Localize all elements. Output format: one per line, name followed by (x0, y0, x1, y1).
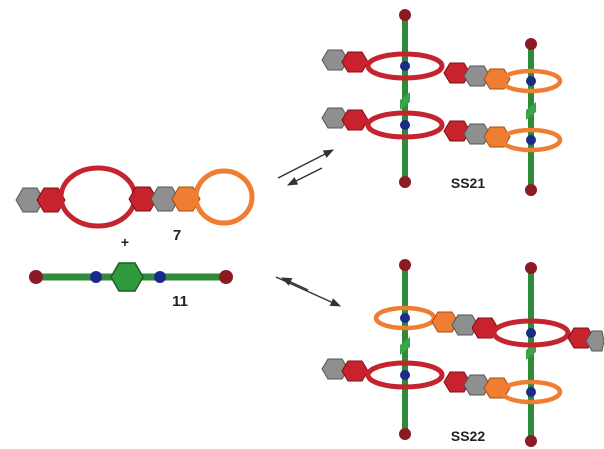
end-cap (525, 38, 537, 50)
label-ss22: SS22 (451, 428, 485, 444)
complex-ss22 (321, 259, 604, 447)
blue-bead (90, 271, 102, 283)
red-ring (365, 110, 445, 140)
equilibrium-arrows-bottom (275, 276, 341, 307)
complex-ss21 (321, 9, 563, 196)
end-cap (399, 176, 411, 188)
red-ring (365, 51, 445, 81)
end-cap (399, 428, 411, 440)
end-cap (219, 270, 233, 284)
end-cap (525, 435, 537, 447)
red-ring (365, 360, 445, 390)
macrocycle-7 (15, 165, 255, 229)
orange-ring (499, 379, 563, 405)
plus-sign: + (121, 234, 129, 250)
label-dumbbell-11: 11 (172, 293, 188, 310)
equilibrium-arrows-top (277, 149, 334, 186)
label-macrocycle-7: 7 (173, 227, 181, 244)
red-ring (58, 165, 138, 229)
green-hexagon (110, 262, 144, 292)
end-cap (525, 262, 537, 274)
orange-ring (499, 127, 563, 153)
orange-ring (499, 68, 563, 94)
end-cap (525, 184, 537, 196)
red-ring (491, 318, 571, 348)
end-cap (29, 270, 43, 284)
red-hexagon (36, 187, 66, 213)
end-cap (399, 9, 411, 21)
orange-ring (193, 168, 255, 226)
end-cap (399, 259, 411, 271)
blue-bead (154, 271, 166, 283)
dumbbell-11 (29, 262, 233, 292)
orange-hexagon (171, 186, 201, 212)
label-ss21: SS21 (451, 175, 485, 191)
